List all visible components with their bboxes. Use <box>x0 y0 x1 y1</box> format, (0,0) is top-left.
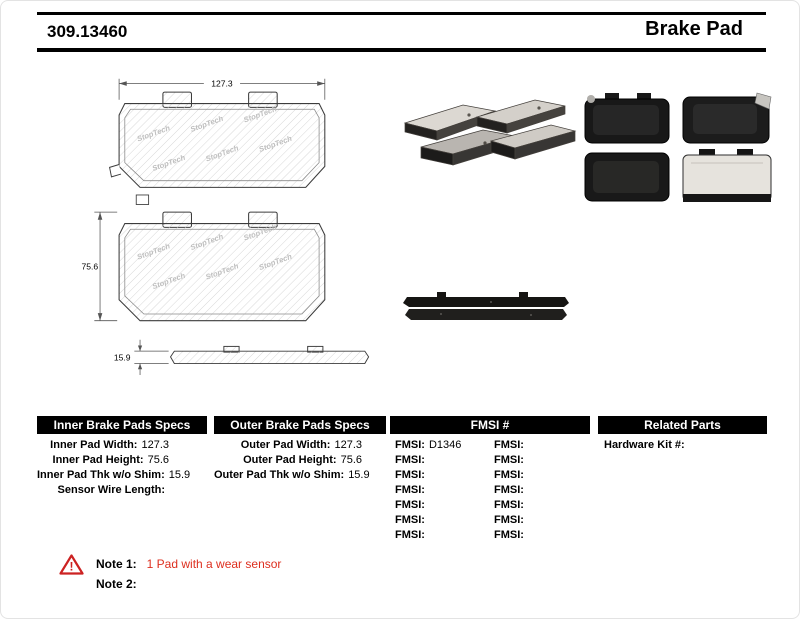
fmsi-header: FMSI # <box>390 416 590 434</box>
related-parts-rows: Hardware Kit #: <box>604 438 767 453</box>
spec-row: Inner Pad Thk w/o Shim:15.9 <box>37 468 190 483</box>
fmsi-label: FMSI: <box>395 484 425 496</box>
outer-specs-rows: Outer Pad Width:127.3 Outer Pad Height:7… <box>214 438 386 483</box>
fmsi-cell: FMSI:D1346 <box>392 438 491 453</box>
dim-width-label: 127.3 <box>211 78 233 88</box>
warning-triangle-icon: ! <box>59 554 84 575</box>
pad-photo-front-left <box>584 152 670 202</box>
note-1-text: 1 Pad with a wear sensor <box>146 557 282 571</box>
note-2: Note 2: <box>96 576 137 592</box>
sensor-connector <box>135 194 150 205</box>
svg-text:!: ! <box>70 560 74 574</box>
fmsi-cell: FMSI: <box>491 528 590 543</box>
fmsi-label: FMSI: <box>395 499 425 511</box>
fmsi-label: FMSI: <box>395 439 425 451</box>
fmsi-cell: FMSI: <box>392 513 491 528</box>
fmsi-rows: FMSI:D1346 FMSI: FMSI: FMSI: FMSI: FMSI:… <box>392 438 590 543</box>
page-title: Brake Pad <box>645 18 743 40</box>
fmsi-cell: FMSI: <box>392 468 491 483</box>
fmsi-label: FMSI: <box>494 499 524 511</box>
fmsi-cell: FMSI: <box>491 483 590 498</box>
fmsi-label: FMSI: <box>494 514 524 526</box>
spec-label: Inner Pad Width: <box>50 439 138 451</box>
dim-thickness-label: 15.9 <box>114 353 131 363</box>
fmsi-cell: FMSI: <box>491 513 590 528</box>
pad-drawing-top <box>118 91 326 188</box>
fmsi-cell: FMSI: <box>392 498 491 513</box>
pad-drawing-bottom <box>118 211 326 322</box>
fmsi-cell: FMSI: <box>392 528 491 543</box>
spec-row: Outer Pad Width:127.3 <box>214 438 362 453</box>
fmsi-cell: FMSI: <box>392 483 491 498</box>
spec-row: Outer Pad Thk w/o Shim:15.9 <box>214 468 370 483</box>
wear-sensor-tab <box>109 164 122 178</box>
pad-photo-back-left <box>584 93 670 144</box>
pads-photo-angled <box>403 99 577 166</box>
fmsi-label: FMSI: <box>494 469 524 481</box>
spec-label: Sensor Wire Length: <box>57 484 165 496</box>
inner-specs-rows: Inner Pad Width:127.3 Inner Pad Height:7… <box>37 438 207 498</box>
pads-photo-grid <box>584 92 772 202</box>
outer-specs-header: Outer Brake Pads Specs <box>214 416 386 434</box>
part-number: 309.13460 <box>47 22 128 41</box>
dimension-thickness <box>134 339 169 375</box>
top-rule <box>37 12 766 15</box>
related-parts-header: Related Parts <box>598 416 767 434</box>
spec-label: Outer Pad Width: <box>240 439 331 451</box>
spec-value: 127.3 <box>334 439 362 451</box>
spec-row: Sensor Wire Length: <box>37 483 169 498</box>
spec-label: Outer Pad Thk w/o Shim: <box>214 469 345 481</box>
pad-bottom-inner-outline <box>124 228 320 315</box>
fmsi-label: FMSI: <box>494 529 524 541</box>
spec-label: Outer Pad Height: <box>243 454 337 466</box>
dimension-height <box>94 211 118 322</box>
fmsi-label: FMSI: <box>494 484 524 496</box>
pad-top-inner-outline <box>124 108 320 182</box>
spec-row: Inner Pad Width:127.3 <box>37 438 169 453</box>
fmsi-label: FMSI: <box>395 469 425 481</box>
note-1-label: Note 1: <box>96 557 137 571</box>
fmsi-cell: FMSI: <box>491 498 590 513</box>
spec-row: Inner Pad Height:75.6 <box>37 453 169 468</box>
fmsi-label: FMSI: <box>395 454 425 466</box>
spec-value: 75.6 <box>147 454 169 466</box>
spec-value: 75.6 <box>340 454 362 466</box>
fmsi-cell: FMSI: <box>491 468 590 483</box>
fmsi-label: FMSI: <box>494 454 524 466</box>
spec-value: 127.3 <box>141 439 169 451</box>
spec-value: 15.9 <box>168 469 191 481</box>
fmsi-cell: FMSI: <box>392 453 491 468</box>
spec-label: Inner Pad Height: <box>52 454 144 466</box>
fmsi-value: D1346 <box>428 439 462 451</box>
pad-photo-front-right <box>682 149 772 202</box>
spec-row: Hardware Kit #: <box>604 438 767 453</box>
spec-label: Inner Pad Thk w/o Shim: <box>37 469 165 481</box>
spec-label: Hardware Kit #: <box>604 439 685 451</box>
note-1: Note 1: 1 Pad with a wear sensor <box>96 556 281 572</box>
fmsi-label: FMSI: <box>395 514 425 526</box>
fmsi-cell: FMSI: <box>491 453 590 468</box>
spec-value: 15.9 <box>348 469 370 481</box>
note-2-label: Note 2: <box>96 577 137 591</box>
fmsi-label: FMSI: <box>494 439 524 451</box>
fmsi-label: FMSI: <box>395 529 425 541</box>
dim-height-label: 75.6 <box>81 261 98 271</box>
fmsi-cell: FMSI: <box>491 438 590 453</box>
header-rule <box>37 48 766 52</box>
pad-edge-view <box>169 345 370 365</box>
technical-drawing: 127.3 StopTech StopTech StopTech StopTec… <box>81 76 370 375</box>
inner-specs-header: Inner Brake Pads Specs <box>37 416 207 434</box>
pads-photo-edge <box>403 292 569 320</box>
pad-photo-back-right <box>682 92 772 144</box>
spec-row: Outer Pad Height:75.6 <box>214 453 362 468</box>
